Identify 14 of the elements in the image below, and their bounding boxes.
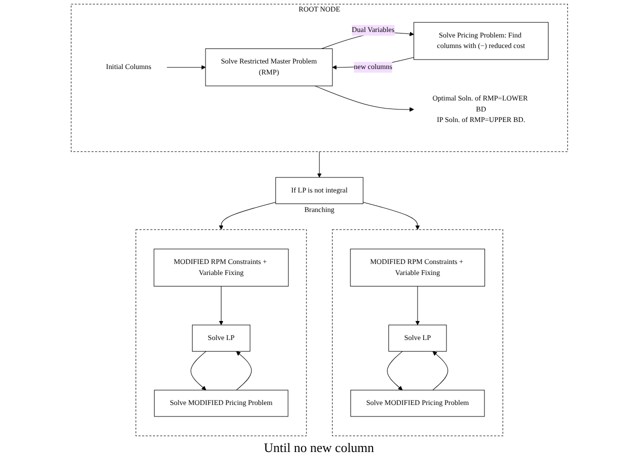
cluster xyxy=(332,229,503,436)
arrow xyxy=(414,286,420,326)
arrow xyxy=(314,86,414,112)
arrow xyxy=(166,65,206,70)
arrow xyxy=(218,202,276,230)
cluster xyxy=(135,229,306,436)
arrow xyxy=(432,351,448,390)
note-text: Until no new column xyxy=(264,440,374,456)
arrow xyxy=(362,202,420,230)
arrow xyxy=(218,286,224,326)
arrow xyxy=(316,151,322,178)
arrow xyxy=(190,351,206,390)
arrow xyxy=(236,351,252,390)
arrow xyxy=(386,351,402,390)
